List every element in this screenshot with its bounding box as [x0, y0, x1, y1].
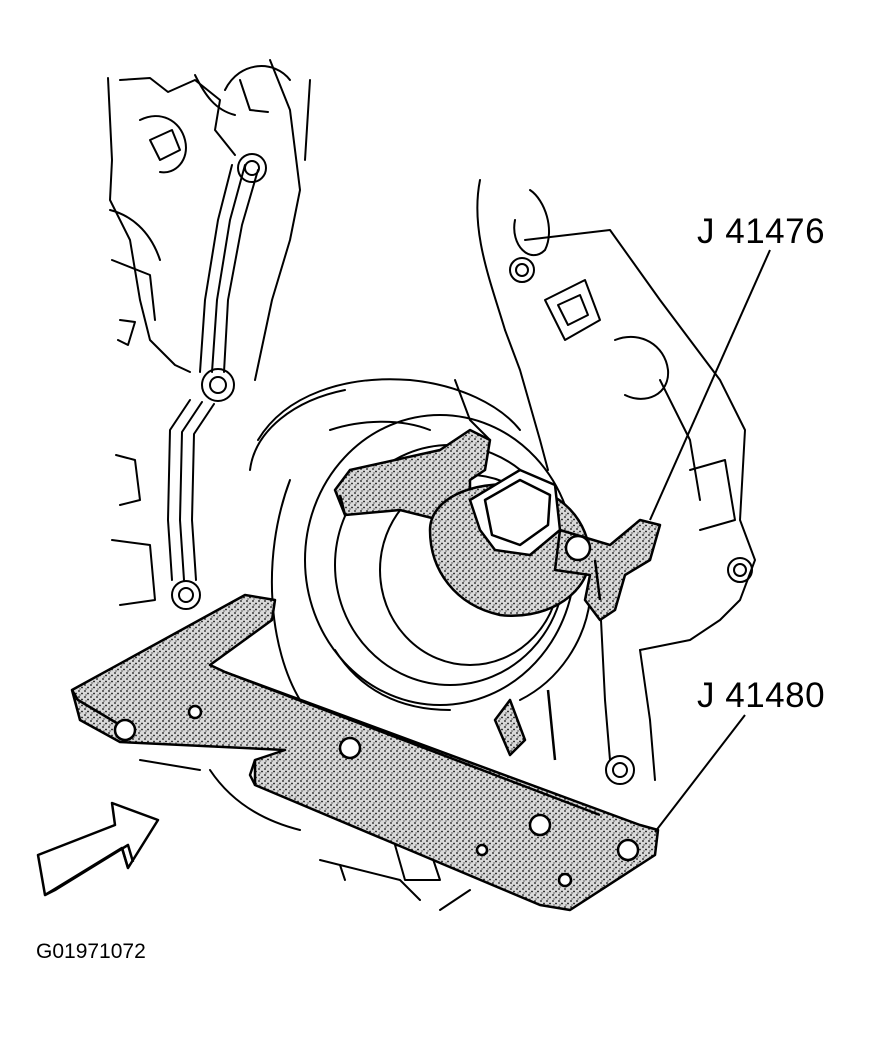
leader-line-j41480	[654, 714, 746, 833]
leader-lines	[649, 249, 771, 833]
block-arrow-icon	[36, 801, 160, 897]
figure-id: G01971072	[36, 940, 146, 963]
coolant-tubes	[167, 153, 267, 610]
engine-block-left	[107, 59, 311, 606]
callout-label-j41476: J 41476	[697, 212, 826, 251]
leader-line-j41476	[649, 249, 771, 521]
engine-block-right	[454, 179, 756, 785]
tool-j41476	[333, 428, 662, 622]
tool-j41480	[70, 593, 660, 912]
callout-label-j41480: J 41480	[697, 676, 826, 715]
